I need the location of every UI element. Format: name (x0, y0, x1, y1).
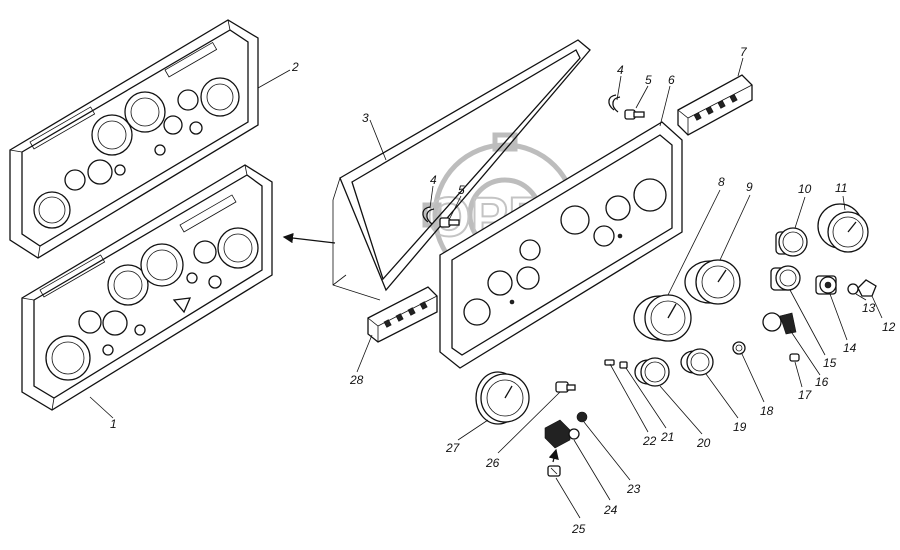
switch-16 (762, 312, 797, 335)
gauge-9 (684, 259, 741, 305)
gasket-3 (332, 39, 591, 301)
assembly-arrow (548, 448, 559, 463)
label-12: 12 (882, 320, 896, 334)
clip-4-upper (608, 94, 621, 113)
gauge-10 (775, 227, 808, 257)
gauge-27 (475, 371, 530, 425)
label-7: 7 (740, 45, 748, 59)
leader-lines (89, 57, 883, 519)
label-19: 19 (733, 420, 747, 434)
label-15: 15 (823, 356, 837, 370)
direction-arrow (282, 232, 336, 244)
dashboard-panel-1 (21, 164, 273, 411)
label-21: 21 (660, 430, 674, 444)
label-4-upper: 4 (617, 63, 624, 77)
lamp-block-7 (677, 74, 753, 136)
label-27: 27 (445, 441, 461, 455)
label-24: 24 (603, 503, 618, 517)
label-9: 9 (746, 180, 753, 194)
label-3: 3 (362, 111, 369, 125)
label-26: 26 (485, 456, 500, 470)
dashboard-panel-2 (9, 19, 259, 259)
bulb-21 (619, 361, 628, 369)
part-labels: 1 2 3 4 5 6 7 4 5 8 9 10 11 12 13 14 15 … (110, 45, 896, 536)
label-20: 20 (696, 436, 711, 450)
label-17: 17 (798, 388, 813, 402)
label-23: 23 (626, 482, 641, 496)
label-4-middle: 4 (430, 173, 437, 187)
lamp-block-28 (367, 286, 438, 343)
label-5-middle: 5 (458, 183, 465, 197)
bulb-13 (847, 283, 859, 295)
label-10: 10 (798, 182, 812, 196)
nut-18 (732, 341, 746, 355)
screw-5-upper (624, 109, 645, 120)
gauge-19 (680, 348, 714, 376)
gauge-8 (633, 294, 692, 342)
gauge-20 (634, 357, 670, 387)
label-2: 2 (291, 60, 299, 74)
screw-22 (604, 359, 615, 366)
clip-4-middle (422, 206, 435, 225)
bulb-26 (555, 381, 576, 393)
label-11: 11 (835, 181, 847, 195)
label-1: 1 (110, 417, 117, 431)
sensor-24 (544, 419, 580, 449)
label-22: 22 (642, 434, 657, 448)
bolt-25 (547, 465, 561, 477)
front-mask-6 (439, 121, 683, 369)
label-25: 25 (571, 522, 586, 536)
gauge-11 (817, 203, 869, 253)
label-5-upper: 5 (645, 73, 652, 87)
label-16: 16 (815, 375, 829, 389)
label-13: 13 (862, 301, 876, 315)
screw-5-middle (439, 217, 460, 228)
label-6: 6 (668, 73, 675, 87)
label-14: 14 (843, 341, 857, 355)
gauge-15 (770, 265, 801, 291)
label-18: 18 (760, 404, 774, 418)
switch-14 (815, 275, 837, 295)
washer-23 (576, 411, 588, 423)
label-8: 8 (718, 175, 725, 189)
plug-12 (857, 279, 877, 297)
label-28: 28 (349, 373, 364, 387)
bolt-17 (789, 353, 800, 362)
